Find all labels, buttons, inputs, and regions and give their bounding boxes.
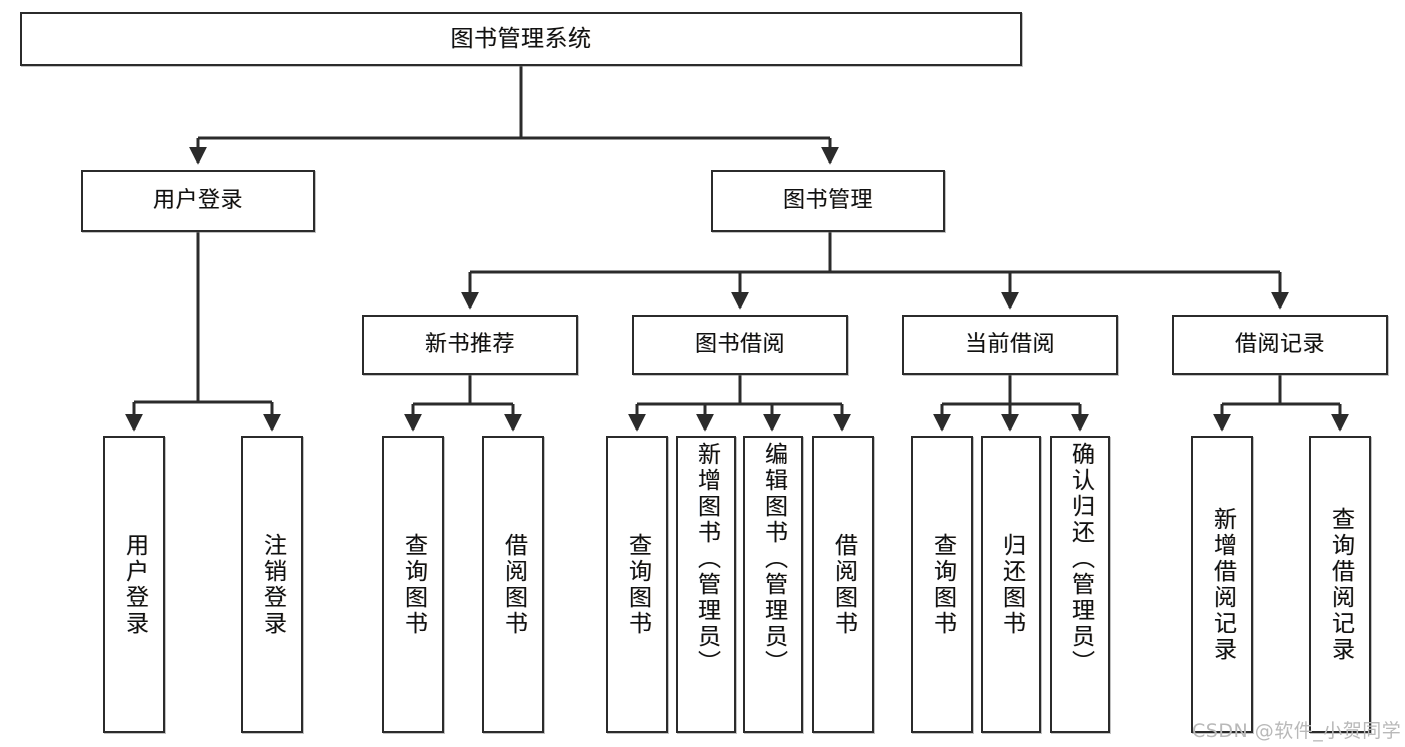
node-label: 借阅记录 — [1234, 332, 1325, 358]
node-label: 注销登录 — [259, 532, 286, 637]
leaf-confirm-return-admin[interactable]: 确认归还（管理员） — [1050, 436, 1110, 733]
leaf-add-book-admin[interactable]: 新增图书（管理员） — [676, 436, 736, 733]
leaf-borrow-book[interactable]: 借阅图书 — [812, 436, 874, 733]
node-label: 当前借阅 — [964, 332, 1055, 358]
node-label: 查询图书 — [929, 532, 956, 637]
node-label: 新增图书（管理员） — [693, 442, 720, 676]
node-book-management[interactable]: 图书管理 — [711, 170, 945, 232]
node-label: 编辑图书（管理员） — [760, 442, 787, 676]
leaf-query-book-borrow[interactable]: 查询图书 — [606, 436, 668, 733]
node-label: 归还图书 — [998, 532, 1025, 637]
node-label: 用户登录 — [121, 532, 148, 637]
node-label: 查询借阅记录 — [1327, 506, 1354, 663]
csdn-watermark: CSDN @软件_小贺同学 — [1192, 720, 1402, 742]
node-label: 查询图书 — [624, 532, 651, 637]
node-label: 图书管理 — [782, 188, 873, 214]
node-label: 图书借阅 — [694, 332, 785, 358]
leaf-user-login[interactable]: 用户登录 — [103, 436, 165, 733]
node-label: 确认归还（管理员） — [1067, 442, 1094, 676]
leaf-add-borrow-record[interactable]: 新增借阅记录 — [1191, 436, 1253, 733]
node-borrow-record[interactable]: 借阅记录 — [1172, 315, 1388, 375]
node-label: 用户登录 — [152, 188, 243, 214]
node-label: 借阅图书 — [830, 532, 857, 637]
leaf-edit-book-admin[interactable]: 编辑图书（管理员） — [743, 436, 803, 733]
leaf-query-book-recommend[interactable]: 查询图书 — [382, 436, 444, 733]
node-label: 新书推荐 — [424, 332, 515, 358]
node-root-system[interactable]: 图书管理系统 — [20, 12, 1022, 66]
leaf-query-borrow-record[interactable]: 查询借阅记录 — [1309, 436, 1371, 733]
node-label: 图书管理系统 — [450, 25, 592, 52]
node-new-book-recommend[interactable]: 新书推荐 — [362, 315, 578, 375]
node-user-login[interactable]: 用户登录 — [81, 170, 315, 232]
leaf-logout[interactable]: 注销登录 — [241, 436, 303, 733]
leaf-query-book-current[interactable]: 查询图书 — [911, 436, 973, 733]
node-current-borrow[interactable]: 当前借阅 — [902, 315, 1118, 375]
node-label: 借阅图书 — [500, 532, 527, 637]
node-book-borrow[interactable]: 图书借阅 — [632, 315, 848, 375]
leaf-borrow-book-recommend[interactable]: 借阅图书 — [482, 436, 544, 733]
node-label: 新增借阅记录 — [1209, 506, 1236, 663]
node-label: 查询图书 — [400, 532, 427, 637]
leaf-return-book[interactable]: 归还图书 — [981, 436, 1041, 733]
